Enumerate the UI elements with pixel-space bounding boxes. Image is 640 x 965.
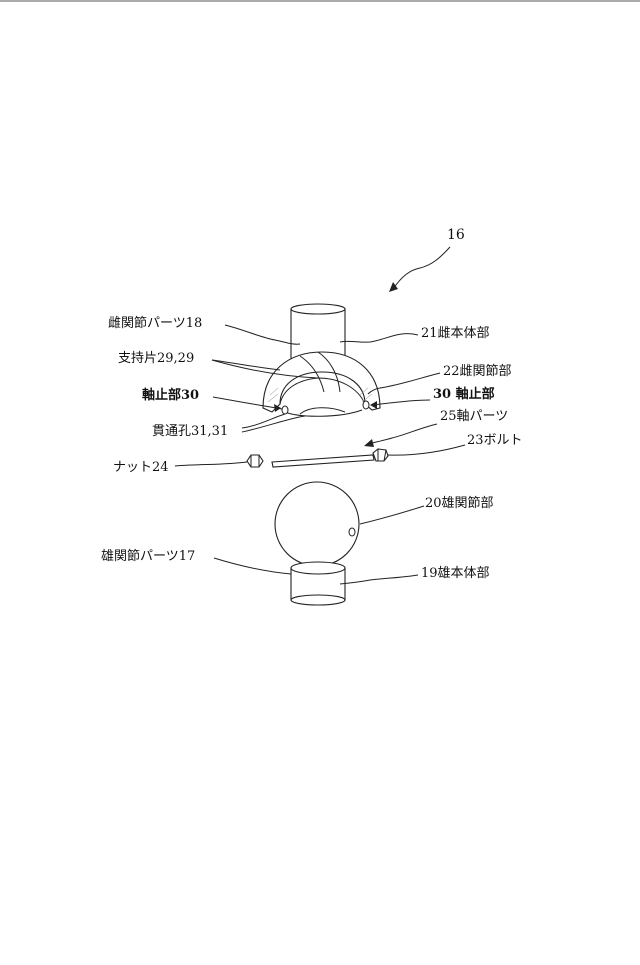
label-bolt-23: 23ボルト <box>467 433 523 449</box>
label-through-holes: 貫通孔31,31 <box>152 424 228 440</box>
label-shaft-stop-right: 30 軸止部 <box>433 387 495 403</box>
label-male-part-17: 雄関節パーツ17 <box>101 549 195 565</box>
male-joint-part-17 <box>275 482 359 605</box>
female-joint-part-18 <box>263 304 380 416</box>
label-support-pieces: 支持片29,29 <box>118 351 194 367</box>
label-shaft-stop-left: 軸止部30 <box>142 388 199 404</box>
figure-number: 16 <box>447 227 465 243</box>
label-female-part-18: 雌関節パーツ18 <box>108 316 202 332</box>
label-nut-24: ナット24 <box>113 460 169 476</box>
label-male-joint-20: 20雄関節部 <box>425 496 494 512</box>
nut-24 <box>247 455 263 467</box>
male-joint-ball <box>275 482 359 566</box>
shaft-part-arrow <box>364 424 437 447</box>
bolt-23 <box>272 449 388 467</box>
label-female-body-21: 21雌本体部 <box>421 326 490 342</box>
figure-reference-arrow <box>389 247 450 292</box>
male-body-cylinder <box>291 562 345 605</box>
label-female-joint-22: 22雌関節部 <box>443 364 512 380</box>
through-hole-left <box>282 406 288 414</box>
through-hole-right <box>363 401 369 409</box>
female-joint-arch <box>263 352 380 416</box>
label-shaft-part-25: 25軸パーツ <box>440 409 508 425</box>
label-male-body-19: 19雄本体部 <box>421 566 490 582</box>
